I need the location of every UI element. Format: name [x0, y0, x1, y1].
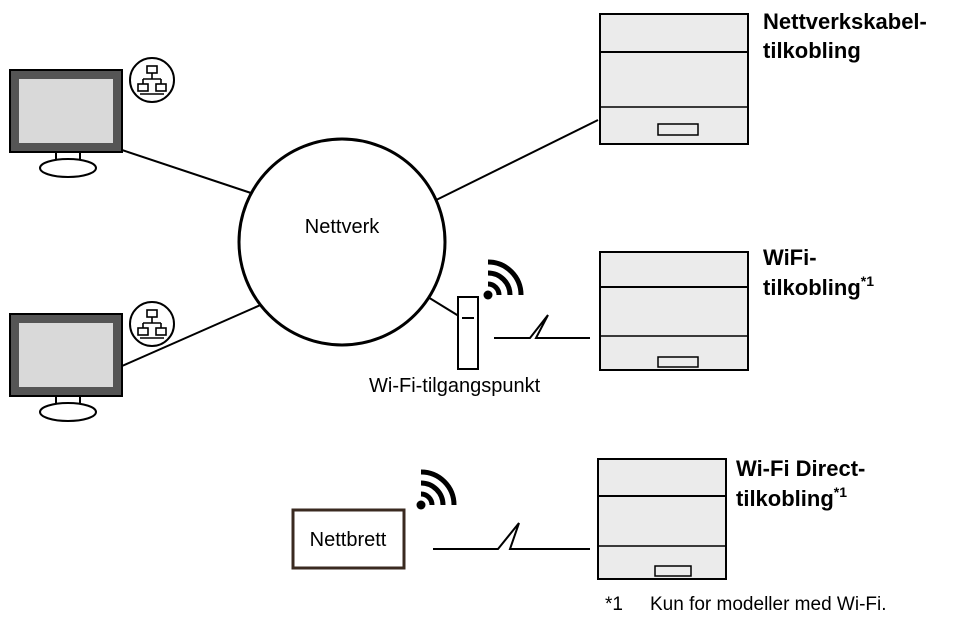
paper-tray-handle	[654, 565, 692, 577]
wifi-label-line2: tilkobling	[763, 275, 861, 300]
footnote-text: Kun for modeller med Wi-Fi.	[650, 594, 887, 615]
wifi-direct-connection-label: Wi-Fi Direct- tilkobling*1	[736, 456, 865, 511]
line-pc2-network	[121, 302, 266, 367]
footnote-mark: *1	[605, 594, 623, 615]
tablet-label: Nettbrett	[310, 529, 387, 551]
wifi-direct-footnote-mark: *1	[834, 484, 847, 500]
wifi-signal-icon	[483, 259, 524, 300]
monitor-base	[39, 158, 97, 178]
network-label: Nettverk	[305, 216, 380, 238]
wired-connection-label: Nettverkskabel- tilkobling	[763, 9, 927, 63]
wifi-direct-label-line2: tilkobling	[736, 486, 834, 511]
wireless-link-ap-printer2	[494, 314, 590, 339]
footnote: *1 Kun for modeller med Wi-Fi.	[605, 594, 887, 615]
svg-text:tilkobling*1: tilkobling*1	[736, 484, 847, 511]
wired-label-line1: Nettverkskabel-	[763, 9, 927, 34]
wired-label-line2: tilkobling	[763, 38, 861, 63]
wifi-footnote-mark: *1	[861, 273, 874, 289]
wifi-signal-icon	[416, 469, 457, 510]
printer-wifi	[599, 251, 749, 371]
wifi-direct-label-line1: Wi-Fi Direct-	[736, 456, 865, 481]
monitor-base	[39, 402, 97, 422]
computer-1	[9, 57, 175, 178]
printer-wifi-direct	[597, 458, 727, 580]
computer-2	[9, 301, 175, 422]
wireless-link-tablet-printer3	[433, 522, 590, 550]
line-network-printer1	[419, 119, 599, 209]
paper-tray-handle	[657, 356, 699, 368]
wifi-access-point: Wi-Fi-tilgangspunkt	[369, 259, 541, 397]
tablet: Nettbrett	[291, 469, 457, 570]
network-lan-icon	[129, 301, 175, 347]
line-pc1-network	[121, 149, 252, 194]
wifi-connection-label: WiFi- tilkobling*1	[763, 245, 874, 300]
connection-lines	[121, 119, 599, 550]
access-point-label: Wi-Fi-tilgangspunkt	[369, 375, 541, 397]
network-cloud: Nettverk	[237, 137, 447, 347]
printer-wired	[599, 13, 749, 145]
network-lan-icon	[129, 57, 175, 103]
monitor-screen	[19, 323, 113, 387]
monitor-screen	[19, 79, 113, 143]
svg-text:tilkobling*1: tilkobling*1	[763, 273, 874, 300]
paper-tray-handle	[657, 123, 699, 136]
wifi-label-line1: WiFi-	[763, 245, 817, 270]
